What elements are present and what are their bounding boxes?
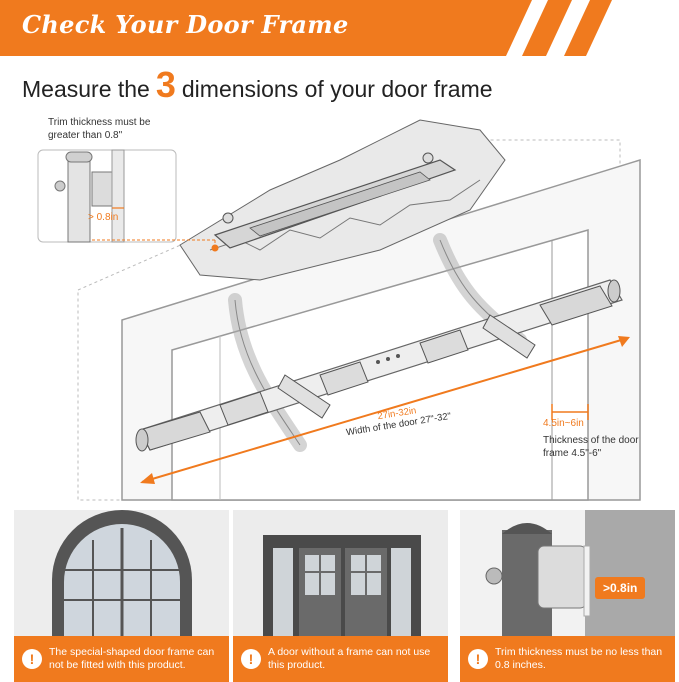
warning-icon: ! [22, 649, 42, 669]
panel-arched-door: ! The special-shaped door frame can not … [14, 510, 229, 682]
headline-prefix: Measure the [22, 76, 150, 102]
header-banner: Check Your Door Frame [0, 0, 679, 56]
banner-shape [0, 0, 612, 56]
trim-tag: >0.8in [595, 577, 646, 599]
door-frame-diagram [37, 119, 641, 501]
panel-caption: ! A door without a frame can not use thi… [233, 636, 448, 682]
panel-caption: ! The special-shaped door frame can not … [14, 636, 229, 682]
headline-suffix: dimensions of your door frame [181, 76, 493, 102]
caption-text: Trim thickness must be no less than 0.8 … [495, 646, 663, 671]
panel-trim-thickness: >0.8in ! Trim thickness must be no less … [460, 510, 675, 682]
headline-number: 3 [155, 64, 176, 105]
thickness-range: 4.5in~6in [543, 418, 584, 429]
caption-text: A door without a frame can not use this … [268, 646, 431, 671]
banner-title: Check Your Door Frame [22, 10, 349, 39]
trim-note: Trim thickness must be greater than 0.8" [48, 117, 151, 141]
caption-text: The special-shaped door frame can not be… [49, 646, 215, 671]
panel-frameless-door: ! A door without a frame can not use thi… [233, 510, 448, 682]
headline: Measure the 3 dimensions of your door fr… [22, 64, 493, 105]
warning-icon: ! [468, 649, 488, 669]
trim-value-label: > 0.8in [88, 212, 119, 223]
panel-caption: ! Trim thickness must be no less than 0.… [460, 636, 675, 682]
thickness-note: Thickness of the door frame 4.5"-6" [543, 435, 639, 459]
warning-icon: ! [241, 649, 261, 669]
